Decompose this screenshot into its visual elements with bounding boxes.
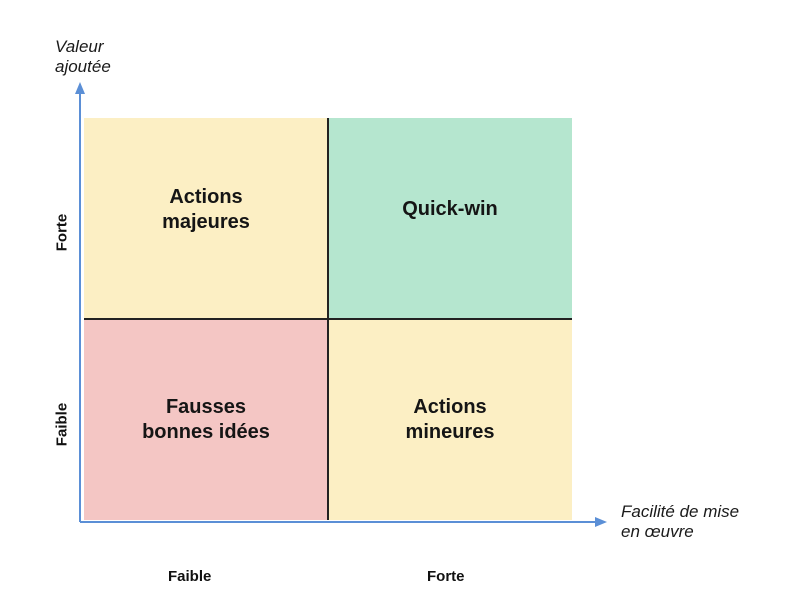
quadrant-actions-majeures: Actions majeures <box>84 118 328 319</box>
y-axis-title: Valeur ajoutée <box>55 37 111 76</box>
quadrant-label: Quick-win <box>402 198 498 220</box>
quadrant-actions-mineures: Actions mineures <box>328 319 572 520</box>
quadrant-label: Actions majeures <box>162 185 250 233</box>
quadrant-label: Fausses bonnes idées <box>142 395 270 443</box>
x-axis-title: Facilité de mise en œuvre <box>621 502 740 541</box>
y-axis-arrow-icon <box>75 82 85 94</box>
x-tick-high: Forte <box>427 568 465 585</box>
quadrant-fausses-bonnes-idees: Fausses bonnes idées <box>84 319 328 520</box>
y-tick-high: Forte <box>53 213 71 252</box>
quadrant-label: Actions mineures <box>405 395 495 443</box>
quadrant-divider-horizontal <box>84 318 572 320</box>
x-axis-arrow-icon <box>595 517 607 527</box>
quadrant-quick-win: Quick-win <box>328 118 572 319</box>
y-tick-low: Faible <box>53 402 71 447</box>
x-tick-low: Faible <box>168 568 212 585</box>
